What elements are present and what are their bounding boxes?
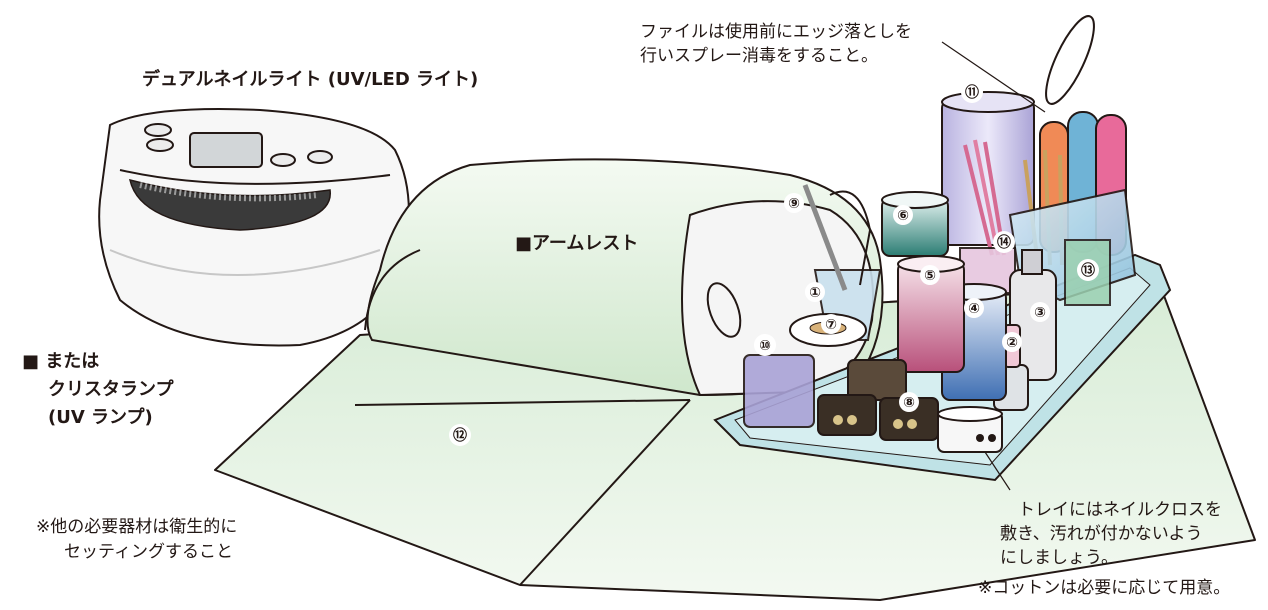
marker-11: ⑪: [961, 81, 983, 103]
svg-text:⑭: ⑭: [997, 234, 1011, 251]
file-note-leader: [941, 41, 1046, 113]
other-equipment-note-line1: ※他の必要器材は衛生的に: [36, 517, 238, 537]
file-note-line2: 行いスプレー消毒をすること。: [640, 46, 878, 66]
marker-12: ⑫: [449, 424, 471, 446]
marker-6: ⑥: [893, 205, 913, 225]
svg-text:④: ④: [968, 301, 980, 317]
svg-text:⑦: ⑦: [825, 317, 837, 333]
svg-text:⑩: ⑩: [759, 338, 771, 354]
marker-7: ⑦: [821, 314, 841, 334]
svg-text:③: ③: [1034, 305, 1046, 321]
other-equipment-note-line2: セッティングすること: [64, 542, 233, 562]
cotton-note: ※コットンは必要に応じて用意。: [978, 578, 1231, 598]
svg-text:⑤: ⑤: [924, 268, 936, 284]
svg-text:②: ②: [1006, 335, 1018, 351]
svg-text:⑫: ⑫: [453, 427, 467, 444]
dual-light-title: デュアルネイルライト (UV/LED ライト): [142, 69, 479, 90]
tray-note-leader: [984, 451, 1011, 491]
marker-9: ⑨: [784, 193, 804, 213]
tray-note-line3: にしましょう。: [1000, 548, 1118, 568]
crystal-lamp-line3: (UV ランプ): [48, 407, 153, 428]
primer-bottle-3: [1009, 249, 1057, 381]
tray-note-line1: トレイにはネイルクロスを: [1018, 500, 1222, 520]
svg-text:⑬: ⑬: [1081, 262, 1095, 279]
svg-text:①: ①: [809, 285, 821, 301]
marker-8: ⑧: [899, 392, 919, 412]
wipe-container-10: [706, 282, 815, 428]
small-jar-white: [937, 406, 1003, 453]
marker-4: ④: [964, 298, 984, 318]
file-note-line1: ファイルは使用前にエッジ落としを: [640, 22, 912, 42]
armrest-label: ■アームレスト: [515, 233, 639, 254]
marker-2: ②: [1002, 332, 1022, 352]
powder-jars-8: [817, 359, 939, 441]
svg-text:⑧: ⑧: [903, 395, 915, 411]
svg-text:⑪: ⑪: [965, 84, 979, 101]
tray-note-line2: 敷き、汚れが付かないよう: [1000, 524, 1203, 544]
dual-nail-light-illustration: [98, 108, 410, 347]
crystal-lamp-line2: クリスタランプ: [48, 379, 174, 400]
marker-3: ③: [1030, 302, 1050, 322]
marker-13: ⑬: [1077, 259, 1099, 281]
marker-14: ⑭: [993, 231, 1015, 253]
svg-text:⑨: ⑨: [788, 196, 800, 212]
gel-jar-6: [881, 191, 949, 257]
svg-text:⑥: ⑥: [897, 208, 909, 224]
marker-1: ①: [805, 282, 825, 302]
marker-5: ⑤: [920, 265, 940, 285]
marker-10: ⑩: [754, 334, 776, 356]
crystal-lamp-line1: ■ または: [22, 351, 100, 372]
